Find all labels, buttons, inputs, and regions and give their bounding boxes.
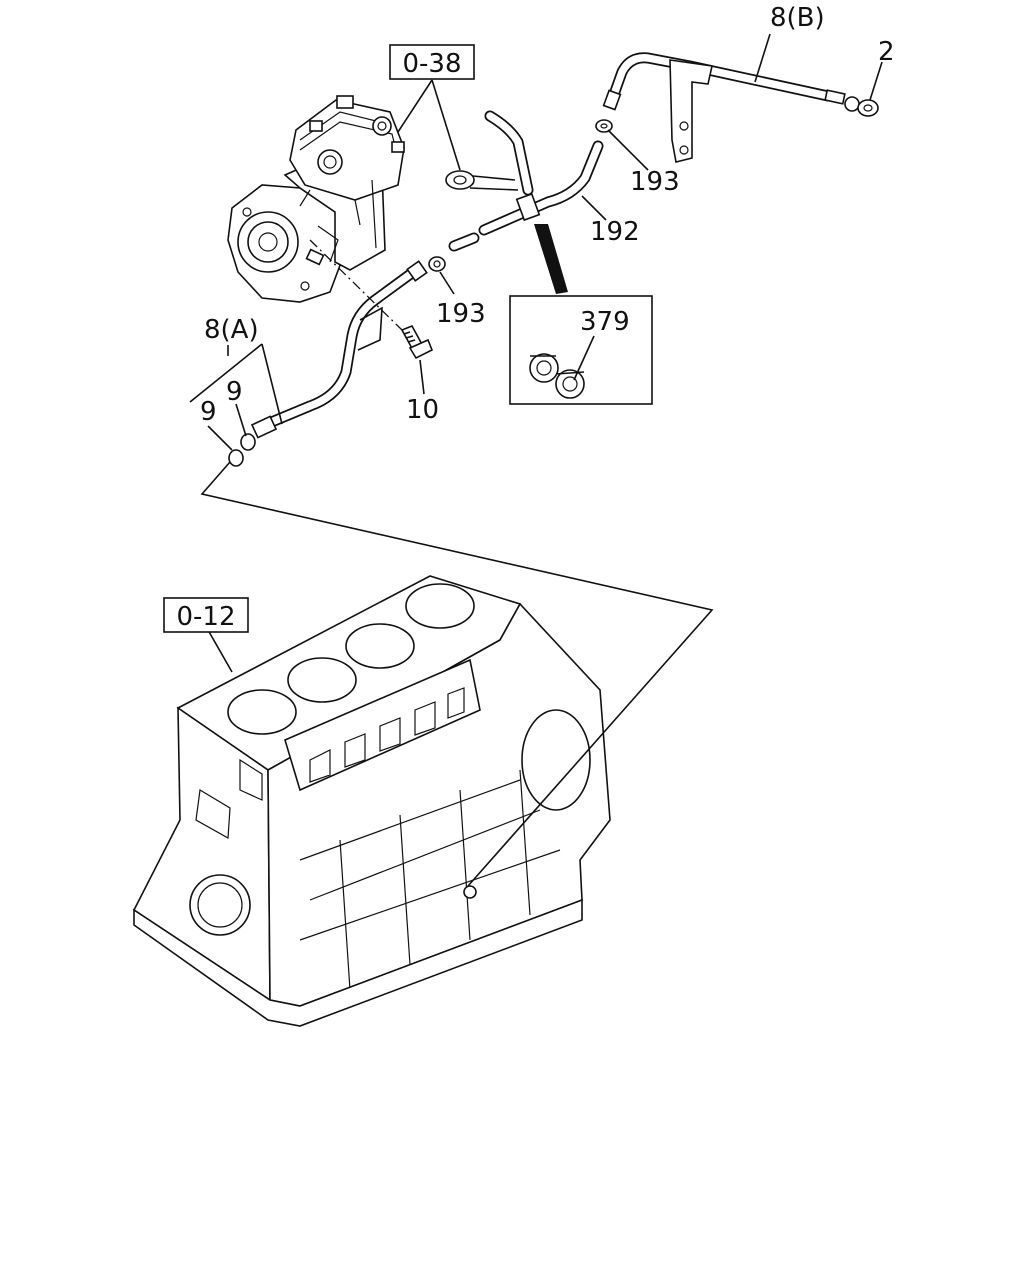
cylinder-block [132, 575, 611, 1027]
callout-10: 10 [406, 395, 439, 425]
callout-192: 192 [590, 217, 640, 247]
callout-193-lower: 193 [436, 299, 486, 329]
pipe-8a [250, 260, 428, 439]
ref-box-0-38: 0-38 [389, 44, 475, 80]
ref-0-12-text: 0-12 [176, 602, 235, 632]
callout-9-left: 9 [200, 397, 217, 427]
pipe-8b [602, 52, 879, 163]
clip-379 [529, 353, 585, 399]
callout-8b: 8(B) [770, 3, 825, 33]
detail-arrow [534, 224, 568, 294]
leader-lines [189, 33, 883, 887]
callout-193-upper: 193 [630, 167, 680, 197]
ref-0-38-text: 0-38 [402, 49, 461, 79]
ref-box-0-12: 0-12 [163, 597, 249, 633]
callout-379: 379 [580, 307, 630, 337]
callout-2: 2 [878, 37, 895, 67]
air-compressor [227, 95, 405, 303]
gasket-193-lower [428, 256, 446, 272]
gasket-193-upper [595, 119, 613, 133]
eye-bolt-2 [844, 96, 879, 117]
bolt-10 [400, 324, 434, 360]
washers-9 [228, 433, 256, 467]
callout-8a: 8(A) [204, 315, 259, 345]
hose-192 [445, 110, 604, 252]
clip-detail-box [509, 295, 653, 405]
callout-9-right: 9 [226, 377, 243, 407]
